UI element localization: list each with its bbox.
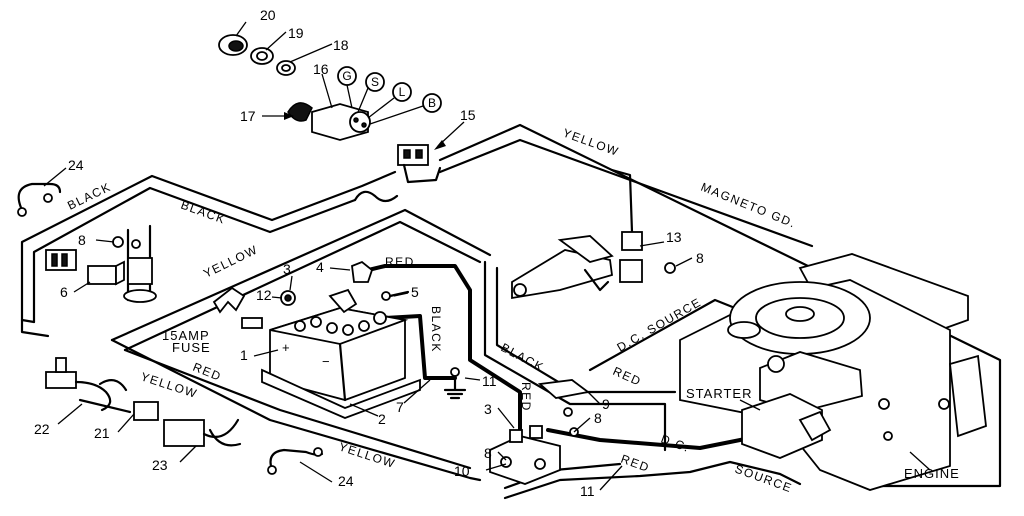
svg-text:B: B — [428, 96, 436, 110]
terminal-l: L — [392, 82, 412, 102]
part-number-21: 21 — [94, 425, 110, 441]
terminal-g: G — [337, 66, 357, 86]
part-number-1: 1 — [240, 347, 248, 363]
part-number-5: 5 — [411, 284, 419, 300]
part-number-15: 15 — [460, 107, 476, 123]
part-number-22: 22 — [34, 421, 50, 437]
label-yellow-left: YELLOW — [201, 242, 260, 280]
ground-strap-24-top — [17, 182, 62, 217]
part-number-8-left: 8 — [78, 232, 86, 248]
part-number-16: 16 — [313, 61, 329, 77]
terminal-4 — [351, 260, 374, 283]
svg-text:−: − — [322, 354, 331, 369]
part-number-3-top: 3 — [283, 261, 291, 277]
component-labels: 15AMP FUSE STARTER ENGINE — [162, 328, 960, 481]
part-number-4: 4 — [316, 259, 324, 275]
part-number-10: 10 — [454, 463, 470, 479]
part-number-7: 7 — [396, 399, 404, 415]
svg-text:L: L — [399, 85, 406, 99]
part-number-8-solenoid: 8 — [594, 410, 602, 426]
engine — [679, 253, 987, 491]
part-number-20: 20 — [260, 7, 276, 23]
leader-lines — [43, 21, 931, 491]
fuse-label-line1: 15AMP — [162, 328, 210, 343]
part-number-23: 23 — [152, 457, 168, 473]
label-red-left: RED — [191, 360, 224, 384]
plug-23 — [163, 418, 242, 447]
pto-bracket — [511, 235, 614, 300]
part-number-13: 13 — [666, 229, 682, 245]
label-black-battery: BLACK — [429, 306, 443, 353]
harness-21 — [78, 379, 159, 421]
part-number-12: 12 — [256, 287, 272, 303]
fuse-holder — [212, 286, 263, 329]
key-17 — [287, 102, 313, 122]
label-red-mid: RED — [611, 364, 644, 389]
svg-text:G: G — [342, 69, 351, 83]
ground-strap-24-bottom — [267, 447, 324, 475]
terminal-9 — [537, 379, 591, 399]
terminal-s: S — [365, 72, 385, 92]
fuse-label-line2: FUSE — [172, 340, 211, 355]
part-number-24-top: 24 — [68, 157, 84, 173]
svg-text:S: S — [371, 75, 379, 89]
switch-bracket — [112, 224, 157, 303]
part-number-6: 6 — [60, 284, 68, 300]
battery-clamp — [328, 288, 410, 314]
label-black-mid: BLACK — [499, 340, 547, 374]
label-yellow-bottom: YELLOW — [337, 440, 397, 472]
connector-15 — [397, 144, 442, 184]
part-numbers: 20 19 18 17 16 15 24 8 6 3 4 5 12 1 2 7 … — [34, 7, 704, 499]
starter-label: STARTER — [686, 386, 752, 401]
label-dc-bottom: D.C. — [659, 432, 692, 455]
part-number-24-bottom: 24 — [338, 473, 354, 489]
terminal-b: B — [422, 93, 442, 113]
part-number-11-upper: 11 — [482, 373, 497, 389]
part-number-17: 17 — [240, 108, 256, 124]
part-number-19: 19 — [288, 25, 304, 41]
battery: + − — [261, 307, 421, 419]
engine-label: ENGINE — [904, 466, 960, 481]
label-red-solenoid: RED — [519, 382, 533, 412]
part-number-3-lower: 3 — [484, 401, 492, 417]
label-red-battery: RED — [385, 255, 415, 269]
solenoid-10 — [489, 425, 561, 485]
part-number-8-lower: 8 — [484, 445, 492, 461]
seat-switch-6 — [87, 260, 125, 286]
part-number-11-lower: 11 — [580, 483, 595, 499]
svg-text:+: + — [282, 340, 291, 355]
label-red-bottom: RED — [619, 452, 652, 475]
ground-11 — [443, 367, 467, 400]
part-number-9: 9 — [602, 396, 610, 412]
label-yellow-top: YELLOW — [561, 126, 621, 159]
nut-3-top — [280, 290, 296, 306]
part-number-2: 2 — [378, 411, 386, 427]
harness-plug-left — [45, 249, 77, 271]
part-number-18: 18 — [333, 37, 349, 53]
switch-13 — [619, 231, 676, 283]
label-source-bottom: SOURCE — [733, 462, 794, 496]
part-number-8-right: 8 — [696, 250, 704, 266]
ignition-switch-assembly: G S L B — [218, 34, 442, 141]
